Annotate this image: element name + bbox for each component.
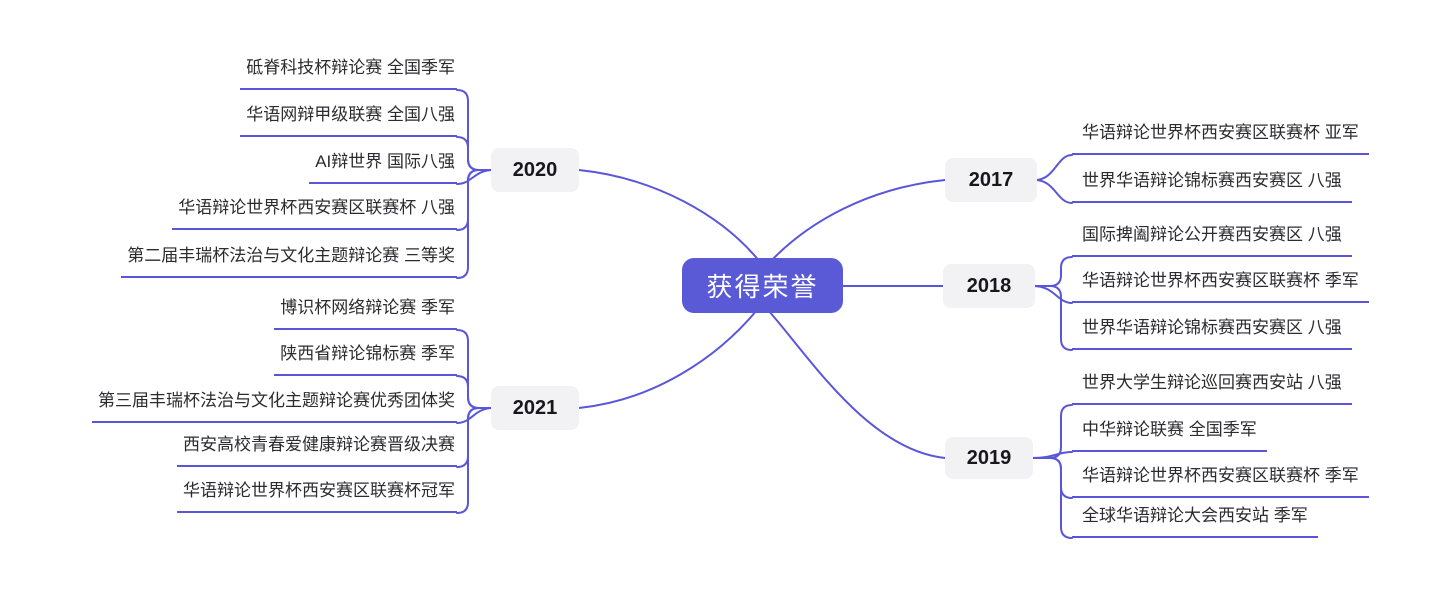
branch-curve-2017 xyxy=(769,179,946,263)
year-node-label: 2021 xyxy=(512,396,558,419)
award-item[interactable]: 华语辩论世界杯西安赛区联赛杯 季军 xyxy=(1072,466,1369,498)
year-node-label: 2018 xyxy=(966,274,1012,297)
award-item[interactable]: 国际捭阖辩论公开赛西安赛区 八强 xyxy=(1072,225,1352,257)
branch-curve-2020 xyxy=(578,169,761,263)
award-item[interactable]: 博识杯网络辩论赛 季军 xyxy=(274,298,457,330)
item-connector xyxy=(456,407,494,424)
item-connector xyxy=(1030,457,1073,499)
award-item[interactable]: 世界华语辩论锦标赛西安赛区 八强 xyxy=(1072,318,1352,350)
item-connector xyxy=(456,169,494,231)
item-connector xyxy=(1030,404,1073,459)
award-item[interactable]: 华语辩论世界杯西安赛区联赛杯 亚军 xyxy=(1072,123,1369,155)
year-node-label: 2019 xyxy=(966,446,1012,469)
item-connector xyxy=(1034,179,1073,204)
award-item[interactable]: 华语辩论世界杯西安赛区联赛杯 八强 xyxy=(172,198,457,230)
item-connector xyxy=(1032,285,1073,351)
award-item[interactable]: 砥脊科技杯辩论赛 全国季军 xyxy=(240,58,457,90)
award-item[interactable]: 华语辩论世界杯西安赛区联赛杯 季军 xyxy=(1072,271,1369,303)
item-connector xyxy=(456,329,494,409)
award-item[interactable]: 世界华语辩论锦标赛西安赛区 八强 xyxy=(1072,171,1352,203)
award-item[interactable]: 华语辩论世界杯西安赛区联赛杯冠军 xyxy=(177,481,457,513)
branch-curve-2019 xyxy=(767,309,946,459)
item-connector xyxy=(1032,285,1073,304)
item-connector xyxy=(456,169,494,185)
item-connector xyxy=(1030,457,1073,539)
award-item[interactable]: 西安高校青春爱健康辩论赛晋级决赛 xyxy=(177,435,457,467)
item-connector xyxy=(456,407,494,514)
item-connector xyxy=(1034,154,1073,181)
award-item[interactable]: 陕西省辩论锦标赛 季军 xyxy=(274,344,457,376)
item-connector xyxy=(456,169,494,279)
year-node-2017[interactable]: 2017 xyxy=(945,158,1037,202)
award-item[interactable]: 全球华语辩论大会西安站 季军 xyxy=(1072,506,1318,538)
award-item[interactable]: 第三届丰瑞杯法治与文化主题辩论赛优秀团体奖 xyxy=(92,391,457,423)
year-node-2020[interactable]: 2020 xyxy=(491,148,579,192)
item-connector xyxy=(1032,256,1073,287)
year-node-2018[interactable]: 2018 xyxy=(943,264,1035,308)
award-item[interactable]: 中华辩论联赛 全国季军 xyxy=(1072,420,1267,452)
central-topic[interactable]: 获得荣誉 xyxy=(682,258,843,313)
year-node-2021[interactable]: 2021 xyxy=(491,386,579,430)
item-connector xyxy=(456,407,494,468)
item-connector xyxy=(456,89,494,171)
year-node-2019[interactable]: 2019 xyxy=(945,437,1033,479)
item-connector xyxy=(456,136,494,171)
award-item[interactable]: 第二届丰瑞杯法治与文化主题辩论赛 三等奖 xyxy=(121,246,457,278)
year-node-label: 2020 xyxy=(512,158,558,181)
award-item[interactable]: 华语网辩甲级联赛 全国八强 xyxy=(240,105,457,137)
award-item[interactable]: 世界大学生辩论巡回赛西安站 八强 xyxy=(1072,373,1352,405)
award-item[interactable]: AI辩世界 国际八强 xyxy=(309,152,457,184)
item-connector xyxy=(456,375,494,409)
central-topic-label: 获得荣誉 xyxy=(706,272,819,302)
year-node-label: 2017 xyxy=(968,168,1014,191)
branch-curve-2021 xyxy=(578,309,758,409)
